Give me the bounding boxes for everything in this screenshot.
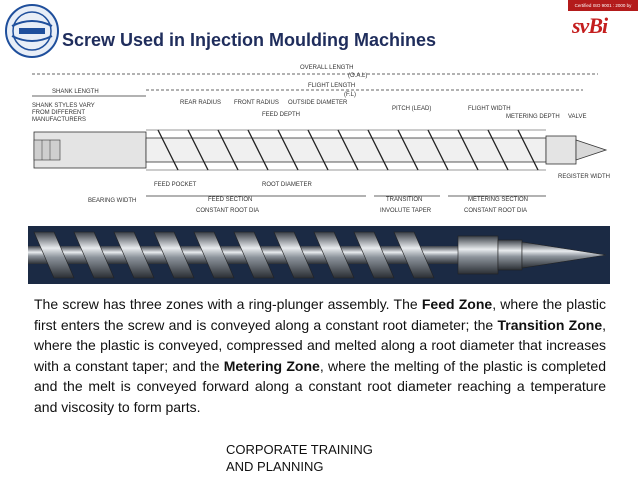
- label-shank-styles-3: MANUFACTURERS: [32, 117, 86, 123]
- label-metering-depth: METERING DEPTH: [506, 114, 560, 120]
- certification-text: Certified ISO 9001 : 2000 by: [568, 0, 638, 11]
- screw-photo: [28, 226, 610, 284]
- label-shank-styles-2: FROM DIFFERENT: [32, 110, 85, 116]
- label-feed-depth: FEED DEPTH: [262, 112, 300, 118]
- label-rear-radius: REAR RADIUS: [180, 100, 221, 106]
- metering-zone-term: Metering Zone: [223, 357, 320, 374]
- description-paragraph: The screw has three zones with a ring-pl…: [34, 294, 606, 418]
- label-shank-styles-1: SHANK STYLES VARY: [32, 103, 95, 109]
- label-flight-width: FLIGHT WIDTH: [468, 106, 511, 112]
- footer-line-1: CORPORATE TRAINING: [226, 442, 373, 457]
- label-shank-length: SHANK LENGTH: [52, 89, 99, 95]
- label-valve: VALVE: [568, 114, 586, 120]
- brand-text: svBi: [572, 13, 608, 38]
- label-root-diameter: ROOT DIAMETER: [262, 182, 313, 188]
- label-feed-section: FEED SECTION: [208, 197, 252, 203]
- label-constant-root-dia-1: CONSTANT ROOT DIA: [196, 208, 259, 214]
- transition-zone-term: Transition Zone: [497, 316, 603, 333]
- label-involute-taper: INVOLUTE TAPER: [380, 208, 432, 214]
- brand-logo: Certified ISO 9001 : 2000 by svBi: [568, 0, 638, 48]
- screw-diagram: OVERALL LENGTH (O.A.L) FLIGHT LENGTH (F.…: [32, 65, 610, 214]
- label-bearing-width: BEARING WIDTH: [88, 198, 136, 204]
- label-metering-section: METERING SECTION: [468, 197, 528, 203]
- label-constant-root-dia-2: CONSTANT ROOT DIA: [464, 208, 527, 214]
- label-oal: (O.A.L): [348, 73, 367, 79]
- paragraph-part-4: , where the melting of the plastic is co…: [34, 357, 606, 415]
- label-feed-pocket: FEED POCKET: [154, 182, 197, 188]
- label-overall-length: OVERALL LENGTH: [300, 65, 353, 71]
- label-pitch: PITCH (LEAD): [392, 106, 431, 112]
- label-outside-diameter: OUTSIDE DIAMETER: [288, 100, 348, 106]
- label-transition: TRANSITION: [386, 197, 422, 203]
- label-register-width: REGISTER WIDTH: [558, 174, 610, 180]
- feed-zone-term: Feed Zone: [421, 296, 493, 312]
- label-flight-length: FLIGHT LENGTH: [308, 83, 355, 89]
- slide-title: Screw Used in Injection Moulding Machine…: [62, 30, 437, 50]
- paragraph-part-3: , where the plastic is conveyed, compres…: [34, 316, 606, 374]
- company-emblem-icon: [5, 4, 59, 58]
- footer-line-2: AND PLANNING: [226, 459, 324, 474]
- label-front-radius: FRONT RADIUS: [234, 100, 279, 106]
- label-fl: (F.L): [344, 92, 356, 98]
- footer: CORPORATE TRAINING AND PLANNING: [226, 441, 373, 475]
- paragraph-part-2: , where the plastic first enters the scr…: [34, 296, 606, 333]
- paragraph-part-1: The screw has three zones with a ring-pl…: [34, 296, 422, 312]
